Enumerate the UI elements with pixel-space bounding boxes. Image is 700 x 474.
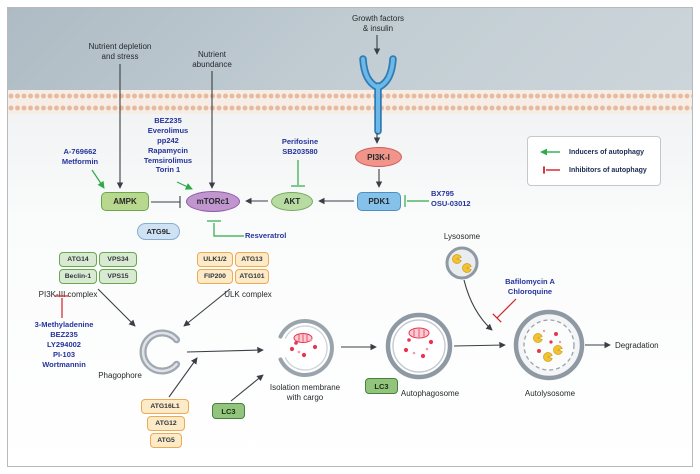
node-mtorc1: mTORc1	[186, 191, 240, 212]
complex-atg16-member: ATG5	[150, 433, 182, 448]
node-pdk1: PDK1	[357, 192, 401, 211]
legend-box: Inducers of autophagy Inhibitors of auto…	[527, 136, 661, 186]
legend-inhibitors-label: Inhibitors of autophagy	[569, 166, 647, 174]
legend-inhibitors-row: Inhibitors of autophagy	[537, 165, 651, 175]
extracellular-background	[8, 8, 692, 90]
label-degradation: Degradation	[615, 341, 659, 350]
label-growth-factors: Growth factors & insulin	[351, 14, 404, 33]
drugs-ampk-activators: A-769662 Metformin	[61, 147, 99, 166]
complex-ulk-member: ATG13	[235, 252, 269, 267]
node-lc3: LC3	[212, 403, 245, 419]
complex-ulk-member: ULK1/2	[197, 252, 233, 267]
drugs-pi3k3-inhibitors: 3-Methyladenine BEZ235 LY294002 PI-103 W…	[34, 320, 94, 369]
legend-inducers-row: Inducers of autophagy	[537, 147, 651, 157]
complex-atg16-member: ATG16L1	[141, 399, 189, 414]
complex-pi3k3-member: ATG14	[59, 252, 97, 267]
drugs-mtor-inhibitors: BEZ235 Everolimus pp242 Rapamycin Temsir…	[143, 116, 193, 175]
node-akt: AKT	[271, 192, 313, 211]
label-nutrient-depletion: Nutrient depletion and stress	[88, 42, 152, 61]
inducer-arrow-icon	[540, 148, 560, 156]
complex-atg16-member: ATG12	[147, 416, 185, 431]
drug-resveratrol: Resveratrol	[245, 231, 287, 240]
complex-pi3k3-member: VPS15	[99, 269, 137, 284]
drugs-pdk1-inhibitors: BX795 OSU-03012	[431, 189, 471, 208]
complex-ulk-member: ATG101	[235, 269, 269, 284]
node-lc3-autophagosome: LC3	[365, 378, 398, 394]
legend-inducers-label: Inducers of autophagy	[569, 148, 645, 156]
complex-pi3k3-member: Beclin-1	[59, 269, 97, 284]
drugs-fusion-inhibitors: Bafilomycin A Chloroquine	[505, 277, 555, 296]
node-pi3k1: PI3K-I	[355, 147, 402, 167]
label-autolysosome: Autolysosome	[524, 389, 576, 398]
complex-pi3k3-member: VPS34	[99, 252, 137, 267]
label-autophagosome: Autophagosome	[400, 389, 460, 398]
inhibitor-tbar-icon	[543, 166, 560, 174]
node-atg9l: ATG9L	[137, 223, 180, 240]
label-lysosome: Lysosome	[443, 232, 481, 241]
plasma-membrane	[8, 90, 692, 114]
label-isolation-membrane: Isolation membrane with cargo	[269, 383, 341, 402]
node-ampk: AMPK	[101, 192, 149, 211]
label-nutrient-abundance: Nutrient abundance	[192, 50, 232, 69]
label-pi3k3-complex: PI3K-III complex	[38, 290, 98, 299]
label-phagophore: Phagophore	[98, 371, 142, 380]
drugs-akt-inhibitors: Perifosine SB203580	[281, 137, 319, 156]
label-ulk-complex: ULK complex	[224, 290, 272, 299]
complex-ulk-member: FIP200	[197, 269, 233, 284]
